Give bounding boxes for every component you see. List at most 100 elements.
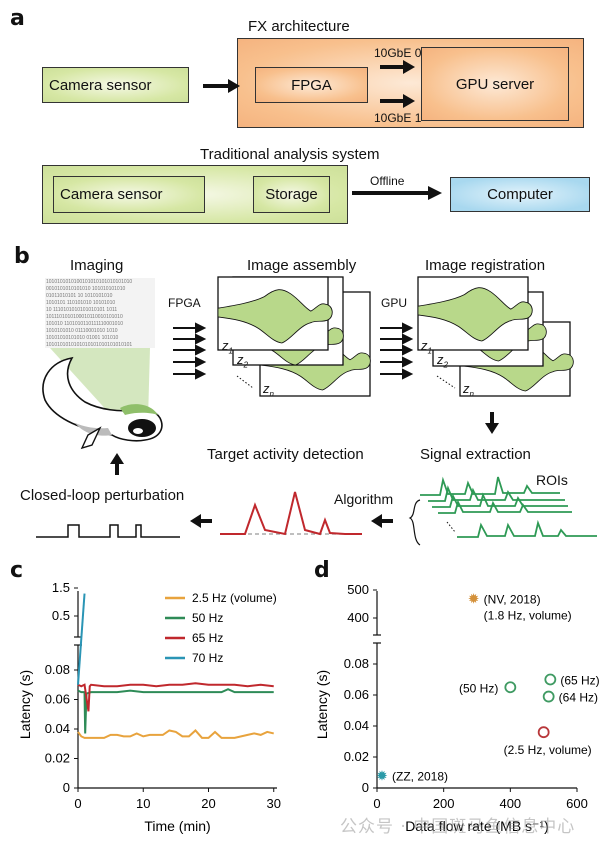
y-tick-label: 500 xyxy=(347,582,369,597)
y-tick-label: 400 xyxy=(347,610,369,625)
fpga-label: FPGA xyxy=(291,76,332,94)
y-tick-label: 1.5 xyxy=(52,580,70,595)
series-line-70-hz xyxy=(77,593,86,685)
zebrafish-larva-icon xyxy=(42,356,163,450)
camera-sensor-2-box: Camera sensor xyxy=(53,176,205,213)
y-tick-label: 0.04 xyxy=(45,721,70,736)
y-tick-label: 0.08 xyxy=(344,656,369,671)
data-point-label: (50 Hz) xyxy=(459,681,498,695)
traditional-system-title: Traditional analysis system xyxy=(200,146,380,163)
z2-label-reg: z2 xyxy=(437,352,448,370)
binary-data-cloud: 1010101010100101010101010101010 00101010… xyxy=(45,278,155,348)
x-tick-label: 20 xyxy=(201,796,215,811)
svg-text:1010101 110101010 10101010: 1010101 110101010 10101010 xyxy=(46,300,115,306)
data-point-star: ✹ xyxy=(468,590,480,606)
x-tick-label: 0 xyxy=(373,796,380,811)
z1-label-reg: z1 xyxy=(421,338,432,356)
data-point-label: (NV, 2018) xyxy=(484,592,541,606)
light-cone xyxy=(50,348,150,425)
zn-label: zn xyxy=(263,381,274,399)
panel-b-graphics: 1010101010100101010101010101010 00101010… xyxy=(36,276,597,546)
svg-text:101010101010010101010101010101: 1010101010100101010101010101010 xyxy=(46,279,132,285)
roi-trace-2 xyxy=(428,485,565,502)
y-tick-label: 0.02 xyxy=(344,749,369,764)
target-activity-title: Target activity detection xyxy=(207,446,364,463)
data-point-label: (64 Hz) xyxy=(559,691,598,705)
y-tick-label: 0.06 xyxy=(344,687,369,702)
arrow-link1 xyxy=(380,94,415,108)
offline-label: Offline xyxy=(370,174,405,188)
zn-label-reg: zn xyxy=(463,381,474,399)
link1-label: 10GbE 1 xyxy=(374,111,422,125)
data-point-label: (ZZ, 2018) xyxy=(392,770,448,784)
roi-trace-3 xyxy=(432,492,568,508)
fx-architecture-title: FX architecture xyxy=(248,18,350,35)
roi-trace-4 xyxy=(438,499,572,514)
roi-trace-1 xyxy=(420,476,560,496)
arrow-algorithm xyxy=(371,514,393,528)
image-registration-title: Image registration xyxy=(425,257,546,274)
computer-box: Computer xyxy=(450,177,590,212)
roi-trace-n xyxy=(457,519,597,538)
arrow-link0 xyxy=(380,60,415,74)
image-registration-stack xyxy=(417,276,574,397)
data-point-circle xyxy=(537,726,550,739)
y-axis-label: Latency (s) xyxy=(314,670,330,739)
x-tick-label: 10 xyxy=(136,796,150,811)
y-tick-label: 0.5 xyxy=(52,608,70,623)
series-line-2-5-hz-volume- xyxy=(77,729,274,739)
legend-label: 65 Hz xyxy=(192,631,223,645)
x-tick-label: 600 xyxy=(566,796,588,811)
y-tick-label: 0.08 xyxy=(45,662,70,677)
data-point-label: (1.8 Hz, volume) xyxy=(484,608,572,622)
y-tick-label: 0.06 xyxy=(45,692,70,707)
gpu-arrow-label: GPU xyxy=(381,296,408,310)
y-tick-label: 0.02 xyxy=(45,751,70,766)
svg-text:1011101010100010110010101010: 1011101010100010110010101010 xyxy=(46,314,123,320)
perturbation-pulses xyxy=(36,524,180,538)
image-assembly-stack xyxy=(217,276,371,397)
data-point-circle xyxy=(544,673,557,686)
gpu-server-label: GPU server xyxy=(455,75,535,93)
panel-b-label: b xyxy=(14,244,30,269)
svg-text:1010101010 01110001010 1010: 1010101010 01110001010 1010 xyxy=(46,328,118,334)
arrow-up xyxy=(110,453,124,475)
arrow-perturbation xyxy=(190,514,212,528)
arrow-down xyxy=(485,412,499,434)
data-point-circle xyxy=(504,681,517,694)
panel-a-label: a xyxy=(10,6,25,31)
camera-sensor-label: Camera sensor xyxy=(49,76,152,94)
svg-text:101010 1101010110111110001010: 101010 1101010110111110001010 xyxy=(46,321,123,327)
fpga-box: FPGA xyxy=(255,67,368,103)
svg-text:01011010101 10 1010101010: 01011010101 10 1010101010 xyxy=(46,293,113,299)
x-tick-label: 200 xyxy=(433,796,455,811)
legend-label: 2.5 Hz (volume) xyxy=(192,591,277,605)
roi-brace xyxy=(408,499,421,546)
stack-ellipsis xyxy=(236,375,254,389)
series-line-50-hz xyxy=(77,688,274,734)
closed-loop-title: Closed-loop perturbation xyxy=(20,487,185,504)
camera-sensor-box: Camera sensor xyxy=(42,67,189,103)
data-point-label: (2.5 Hz, volume) xyxy=(504,743,592,757)
camera-sensor-2-label: Camera sensor xyxy=(60,186,163,203)
stack-ellipsis-2 xyxy=(436,375,456,389)
signal-extraction-title: Signal extraction xyxy=(420,446,531,463)
fpga-data-arrows xyxy=(173,322,207,380)
y-axis-label: Latency (s) xyxy=(17,670,33,739)
legend-label: 50 Hz xyxy=(192,611,223,625)
panel-c-label: c xyxy=(10,558,24,583)
z1-label: z1 xyxy=(222,338,233,356)
storage-box: Storage xyxy=(253,176,330,213)
storage-label: Storage xyxy=(265,186,318,203)
algorithm-label: Algorithm xyxy=(334,491,394,507)
roi-traces xyxy=(420,476,597,538)
arrow-camera-to-fpga xyxy=(203,79,240,93)
image-assembly-title: Image assembly xyxy=(247,257,357,274)
imaging-title: Imaging xyxy=(70,257,124,274)
gpu-server-box: GPU server xyxy=(421,47,569,121)
gpu-data-arrows xyxy=(380,322,414,380)
y-tick-label: 0.04 xyxy=(344,718,369,733)
data-point-label: (65 Hz) xyxy=(560,674,599,688)
